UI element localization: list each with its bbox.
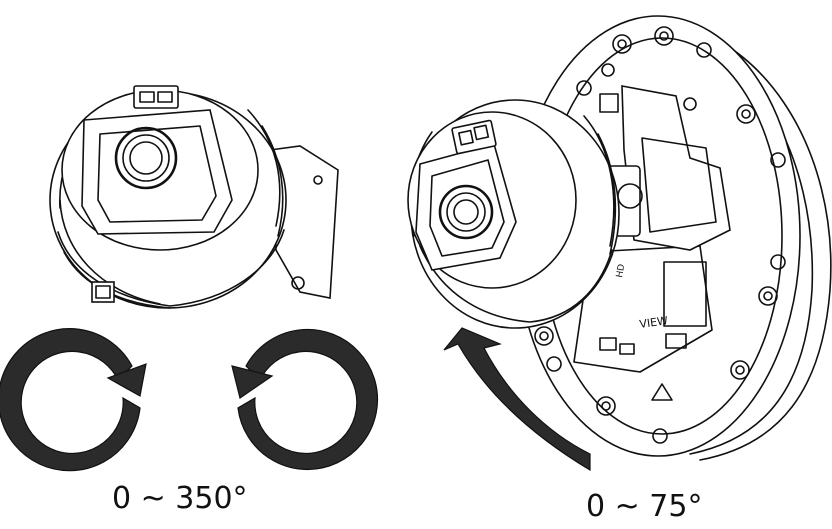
camera-module-left — [49, 85, 339, 309]
pan-rotation-arrows — [0, 328, 379, 472]
pan-range-label: 0 ~ 350° — [112, 481, 248, 516]
board-view-label: VIEW — [639, 314, 669, 331]
counterclockwise-arrowhead-icon — [231, 365, 274, 399]
camera-module-right — [407, 99, 643, 329]
board-hd-label: HD — [615, 263, 627, 278]
camera-base-right: VIEW HD — [515, 15, 832, 461]
clockwise-arrow-icon — [0, 328, 141, 472]
tilt-range-label: 0 ~ 75° — [586, 489, 703, 524]
tilt-arrow-icon — [443, 327, 591, 472]
clockwise-arrowhead-icon — [106, 363, 147, 397]
counterclockwise-arrow-icon — [237, 328, 379, 471]
